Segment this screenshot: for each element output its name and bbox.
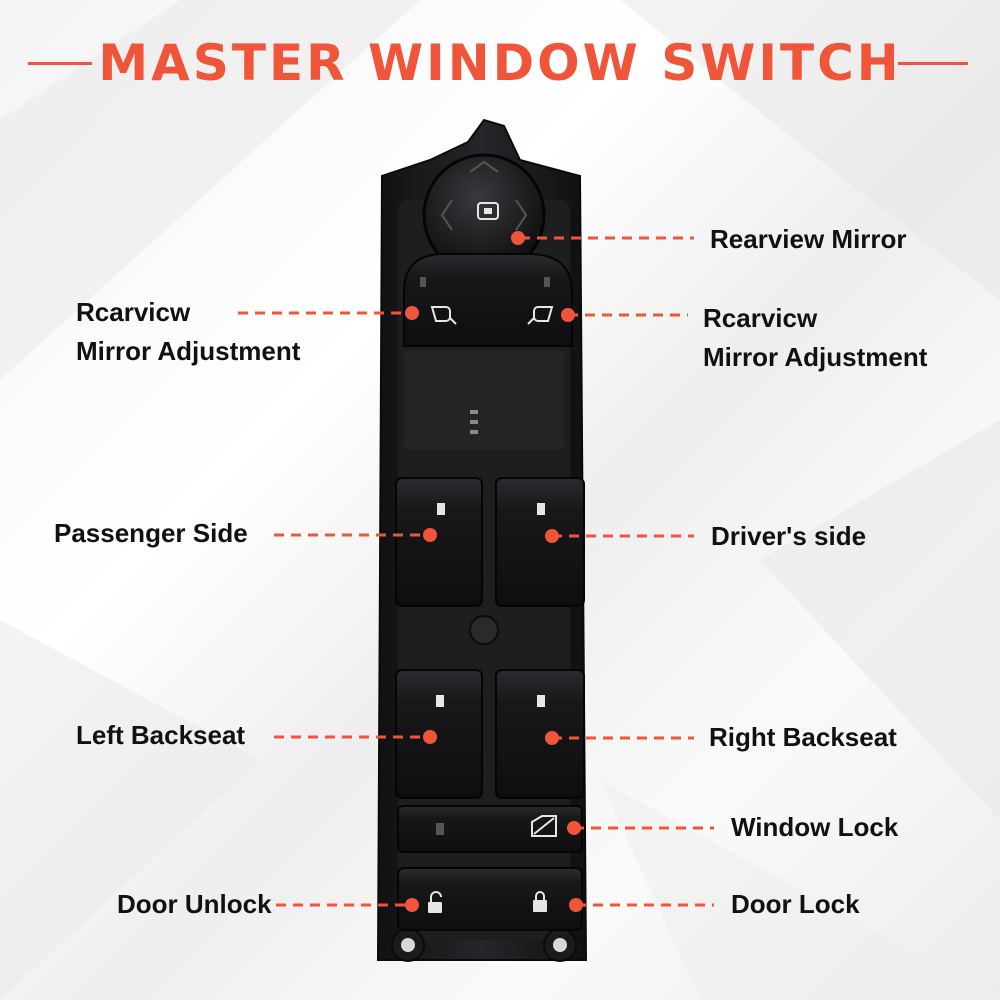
left-backseat-window-switch[interactable] — [395, 669, 483, 799]
page-title: MASTER WINDOW SWITCH — [98, 34, 902, 92]
label-window-lock: Window Lock — [731, 812, 899, 842]
window-lock-button[interactable] — [397, 805, 583, 853]
callout-dot-mirror-right — [561, 308, 575, 322]
title-rule-right — [898, 62, 968, 65]
label-mirror-adjust-right-line1: Rcarvicw — [703, 303, 818, 333]
driver-window-switch[interactable] — [495, 477, 585, 607]
left-mirror-icon — [430, 306, 457, 325]
callout-dot-mirror-left — [405, 306, 419, 320]
label-door-unlock: Door Unlock — [117, 889, 272, 919]
callout-dot-door-lock — [569, 898, 583, 912]
title-bar: MASTER WINDOW SWITCH — [0, 28, 1000, 98]
callout-dot-door-unlock — [405, 898, 419, 912]
label-door-lock: Door Lock — [731, 889, 860, 919]
callout-dots — [405, 231, 583, 912]
right-mirror-icon — [527, 306, 554, 325]
label-mirror-adjust-left-line2: Mirror Adjustment — [76, 336, 301, 366]
label-right-backseat: Right Backseat — [709, 722, 897, 752]
callout-dot-left-backseat — [423, 730, 437, 744]
label-rearview-mirror: Rearview Mirror — [710, 224, 907, 254]
window-lock-icon — [531, 815, 557, 837]
callout-dot-driver — [545, 529, 559, 543]
label-left-backseat: Left Backseat — [76, 720, 246, 750]
callout-dot-window-lock — [567, 821, 581, 835]
mirror-joystick-icon — [477, 202, 499, 220]
callout-dot-rearview — [511, 231, 525, 245]
mirror-selector-rocker[interactable] — [403, 253, 573, 347]
right-backseat-window-switch[interactable] — [495, 669, 585, 799]
label-mirror-adjust-left-line1: Rcarvicw — [76, 297, 191, 327]
label-mirror-adjust-right-line2: Mirror Adjustment — [703, 342, 928, 372]
padlock-closed-icon — [533, 891, 547, 912]
label-drivers-side: Driver's side — [711, 521, 867, 551]
callout-dot-right-backseat — [545, 731, 559, 745]
padlock-open-icon — [428, 891, 442, 913]
callouts — [238, 236, 714, 907]
title-rule-left — [28, 62, 92, 65]
callout-dot-passenger — [423, 528, 437, 542]
door-lock-rocker[interactable] — [397, 867, 583, 931]
label-passenger-side: Passenger Side — [54, 518, 248, 548]
passenger-window-switch[interactable] — [395, 477, 483, 607]
